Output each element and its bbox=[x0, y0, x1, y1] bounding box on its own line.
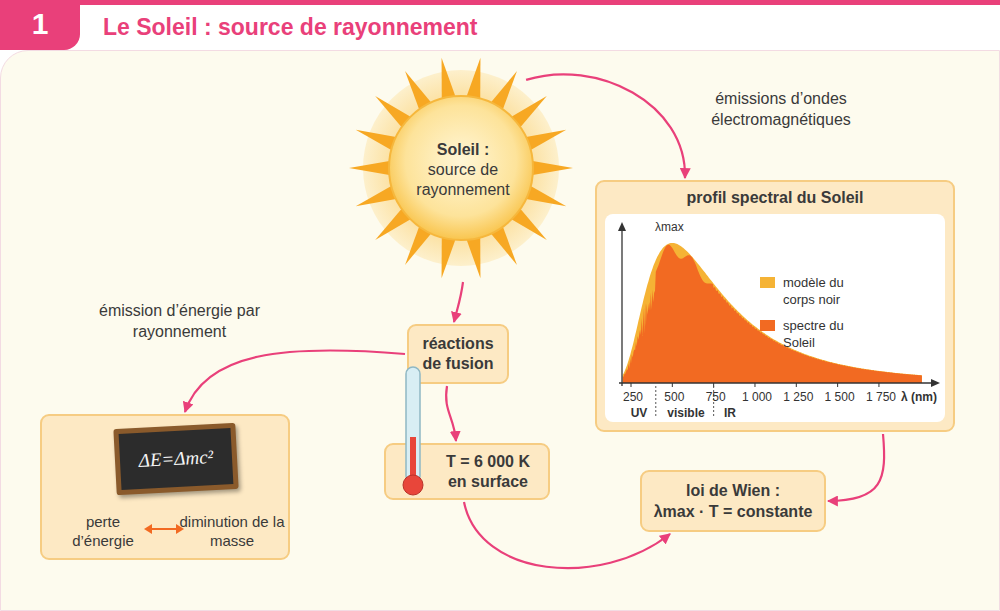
band-label: visible bbox=[659, 406, 713, 420]
sun-glow bbox=[363, 70, 559, 266]
arrow-head bbox=[144, 524, 152, 534]
sun-disc bbox=[389, 96, 533, 240]
thermometer-bulb bbox=[403, 475, 423, 495]
axis-tick bbox=[878, 383, 879, 387]
band-label: UV bbox=[621, 406, 657, 420]
node-text: réactions de fusion bbox=[415, 334, 501, 374]
node-text: source de rayonnement bbox=[411, 160, 515, 200]
axis-label: λ (nm) bbox=[901, 390, 937, 404]
thermometer-tube bbox=[406, 367, 420, 483]
sun-ray bbox=[526, 130, 566, 150]
energy-box: perte d’énergie diminution de la masse ΔE=… bbox=[40, 414, 290, 560]
connector bbox=[828, 434, 884, 501]
node-text: λmax · T = constante bbox=[654, 501, 813, 522]
edge-label: émissions d’ondes électromagnétiques bbox=[695, 88, 867, 130]
legend-text: spectre du Soleil bbox=[783, 317, 879, 351]
process-box: réactions de fusion bbox=[407, 324, 509, 384]
axis-tick bbox=[754, 383, 755, 387]
axis-tick bbox=[631, 383, 632, 387]
title: Le Soleil : source de rayonnement bbox=[103, 14, 478, 41]
sun-ray bbox=[356, 186, 396, 206]
edge-label: émission d’énergie par rayonnement bbox=[92, 300, 267, 342]
band-divider bbox=[655, 386, 656, 418]
node-text: ΔE=Δmc² bbox=[138, 446, 214, 472]
arrow-line bbox=[150, 528, 178, 530]
axis-tick bbox=[837, 383, 838, 387]
header-bar bbox=[0, 0, 1000, 5]
sun-ray bbox=[526, 186, 566, 206]
blackbody-curve bbox=[623, 243, 922, 383]
tick-label: 1 500 bbox=[818, 390, 862, 404]
tick-label: 500 bbox=[652, 390, 696, 404]
sun-ray bbox=[533, 161, 573, 175]
tick-label: 1 000 bbox=[735, 390, 779, 404]
section-number: 1 bbox=[0, 7, 80, 41]
sun-ray bbox=[442, 237, 456, 278]
node-text: perte d’énergie bbox=[60, 512, 146, 550]
axis-tick bbox=[796, 383, 797, 387]
node-text: diminution de la masse bbox=[178, 512, 286, 550]
legend-swatch bbox=[760, 320, 775, 331]
tick-label: 1 250 bbox=[776, 390, 820, 404]
connector bbox=[446, 386, 456, 441]
sun-circle: Soleil :source de rayonnement bbox=[393, 100, 533, 240]
connector bbox=[454, 282, 463, 322]
axis-label: λmax bbox=[655, 220, 684, 234]
node-text: Soleil : bbox=[437, 140, 489, 160]
connector bbox=[185, 350, 405, 412]
tick-label: 750 bbox=[694, 390, 738, 404]
sun-ray bbox=[349, 161, 389, 175]
spectrum-panel: profil spectral du Soleilλmax2505007501 … bbox=[595, 180, 955, 432]
arrow-head bbox=[176, 524, 184, 534]
chalkboard: ΔE=Δmc² bbox=[113, 423, 238, 495]
sun-ray bbox=[442, 58, 456, 99]
sun-ray bbox=[467, 237, 481, 278]
node-text: loi de Wien : bbox=[686, 480, 780, 501]
tick-label: 250 bbox=[611, 390, 655, 404]
node-text: T = 6 000 K en surface bbox=[436, 452, 540, 492]
double-arrow bbox=[144, 522, 184, 536]
sun-ray bbox=[356, 130, 396, 150]
solar-spectrum bbox=[623, 245, 922, 383]
y-axis bbox=[621, 229, 622, 386]
legend-text: modèle du corps noir bbox=[783, 274, 879, 308]
sun-ray bbox=[467, 58, 481, 99]
chart-panel bbox=[605, 214, 945, 422]
law-box: loi de Wien :λmax · T = constante bbox=[640, 470, 826, 532]
axis-arrow bbox=[618, 222, 626, 231]
x-axis bbox=[619, 382, 933, 383]
thermometer bbox=[396, 365, 430, 499]
axis-tick bbox=[672, 383, 673, 387]
node-text: profil spectral du Soleil bbox=[597, 189, 953, 207]
axis-arrow bbox=[931, 379, 940, 387]
tick-label: 1 750 bbox=[859, 390, 903, 404]
temperature-box: T = 6 000 K en surface bbox=[384, 443, 550, 500]
legend-swatch bbox=[760, 277, 775, 288]
band-label: IR bbox=[717, 406, 743, 420]
